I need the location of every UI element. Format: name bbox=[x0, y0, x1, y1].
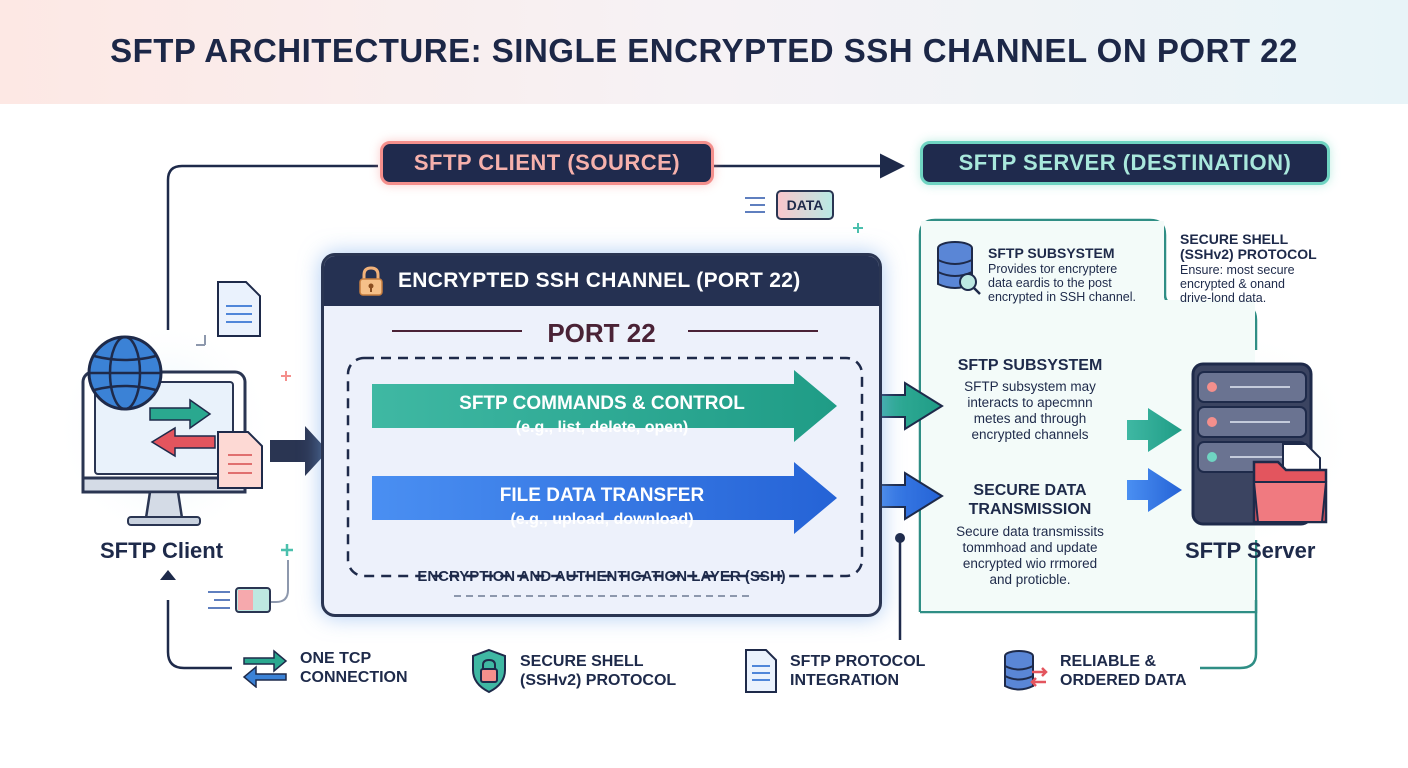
legend-item-ssh: SECURE SHELL (SSHv2) PROTOCOL bbox=[470, 648, 676, 694]
database-swap-icon bbox=[1004, 650, 1048, 691]
legend-text: SECURE SHELL (SSHv2) PROTOCOL bbox=[520, 653, 677, 689]
legend-text: RELIABLE & ORDERED DATA bbox=[1060, 653, 1187, 689]
transfer-title: FILE DATA TRANSFER bbox=[499, 485, 705, 506]
document-icon bbox=[745, 649, 777, 693]
lock-icon bbox=[359, 266, 383, 296]
subsystem-small-title: SFTP SUBSYSTEM bbox=[988, 245, 1115, 261]
swap-arrows-icon bbox=[242, 649, 288, 688]
secure-transmission-title: SECURE DATA TRANSMISSION bbox=[968, 482, 1092, 518]
encryption-layer-label: ENCRYPTION AND AUTHENTICATION LAYER (SSH… bbox=[417, 568, 786, 585]
channel-graphics bbox=[346, 330, 864, 597]
server-label: SFTP Server bbox=[1185, 538, 1316, 563]
data-tag: DATA bbox=[776, 190, 834, 220]
commands-examples: (e.g., list, delete, open) bbox=[515, 419, 689, 436]
transfer-examples: (e.g., upload, download) bbox=[510, 511, 694, 528]
channel-title: ENCRYPTED SSH CHANNEL (PORT 22) bbox=[398, 269, 801, 292]
transfer-arrow: FILE DATA TRANSFER (e.g., upload, downlo… bbox=[372, 485, 832, 529]
subsystem-text: SFTP subsystem may interacts to apecmnn … bbox=[964, 379, 1096, 442]
encrypted-ssh-channel: ENCRYPTED SSH CHANNEL (PORT 22) PORT 22 … bbox=[321, 253, 882, 617]
secure-transmission-text: Secure data transmissits tommhoad and up… bbox=[956, 524, 1104, 587]
ssh-protocol-text: Ensure: most secure encrypted & onand dr… bbox=[1180, 263, 1295, 305]
port-label: PORT 22 bbox=[547, 318, 656, 348]
client-label: SFTP Client bbox=[100, 538, 224, 563]
subsystem-title: SFTP SUBSYSTEM bbox=[957, 357, 1103, 374]
commands-title: SFTP COMMANDS & CONTROL bbox=[459, 393, 745, 414]
page-title: SFTP ARCHITECTURE: SINGLE ENCRYPTED SSH … bbox=[110, 32, 1298, 69]
subsystem-small-text: Provides tor encryptere data eardis to t… bbox=[988, 262, 1137, 304]
legend-item-protocol: SFTP PROTOCOL INTEGRATION bbox=[744, 648, 925, 694]
channel-header: ENCRYPTED SSH CHANNEL (PORT 22) bbox=[324, 256, 879, 306]
commands-arrow: SFTP COMMANDS & CONTROL (e.g., list, del… bbox=[372, 393, 832, 437]
legend-text: ONE TCP CONNECTION bbox=[300, 650, 408, 686]
shield-lock-icon bbox=[472, 648, 506, 694]
ssh-protocol-title: SECURE SHELL (SSHv2) PROTOCOL bbox=[1180, 231, 1317, 262]
legend-item-reliable: RELIABLE & ORDERED DATA bbox=[1002, 648, 1187, 694]
client-source-label: SFTP CLIENT (SOURCE) bbox=[380, 141, 714, 185]
title-banner: SFTP ARCHITECTURE: SINGLE ENCRYPTED SSH … bbox=[0, 0, 1408, 104]
legend-text: SFTP PROTOCOL INTEGRATION bbox=[790, 653, 926, 689]
server-destination-label: SFTP SERVER (DESTINATION) bbox=[920, 141, 1330, 185]
legend-item-tcp: ONE TCP CONNECTION bbox=[242, 648, 408, 688]
